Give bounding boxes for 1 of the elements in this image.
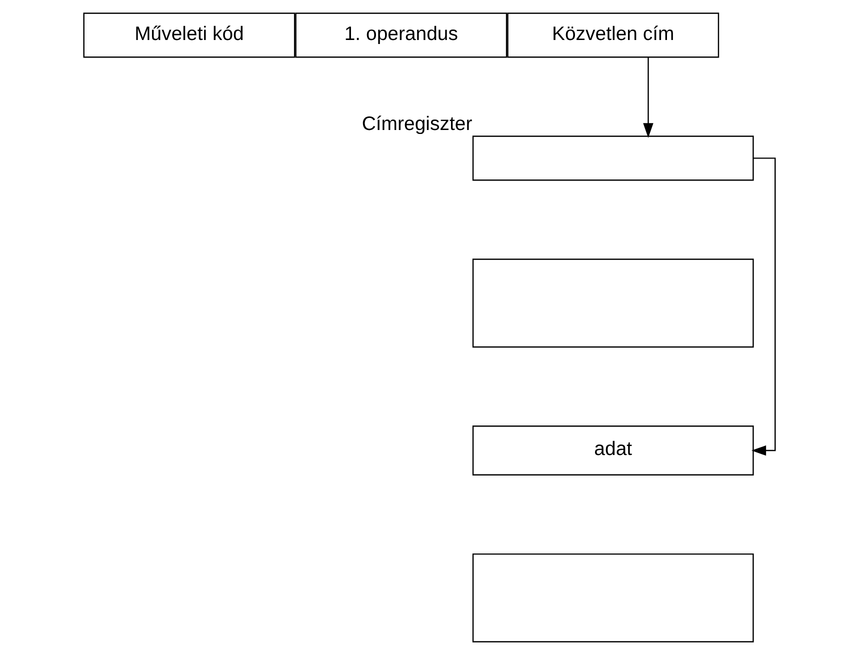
node-label: Címregiszter	[361, 112, 472, 135]
